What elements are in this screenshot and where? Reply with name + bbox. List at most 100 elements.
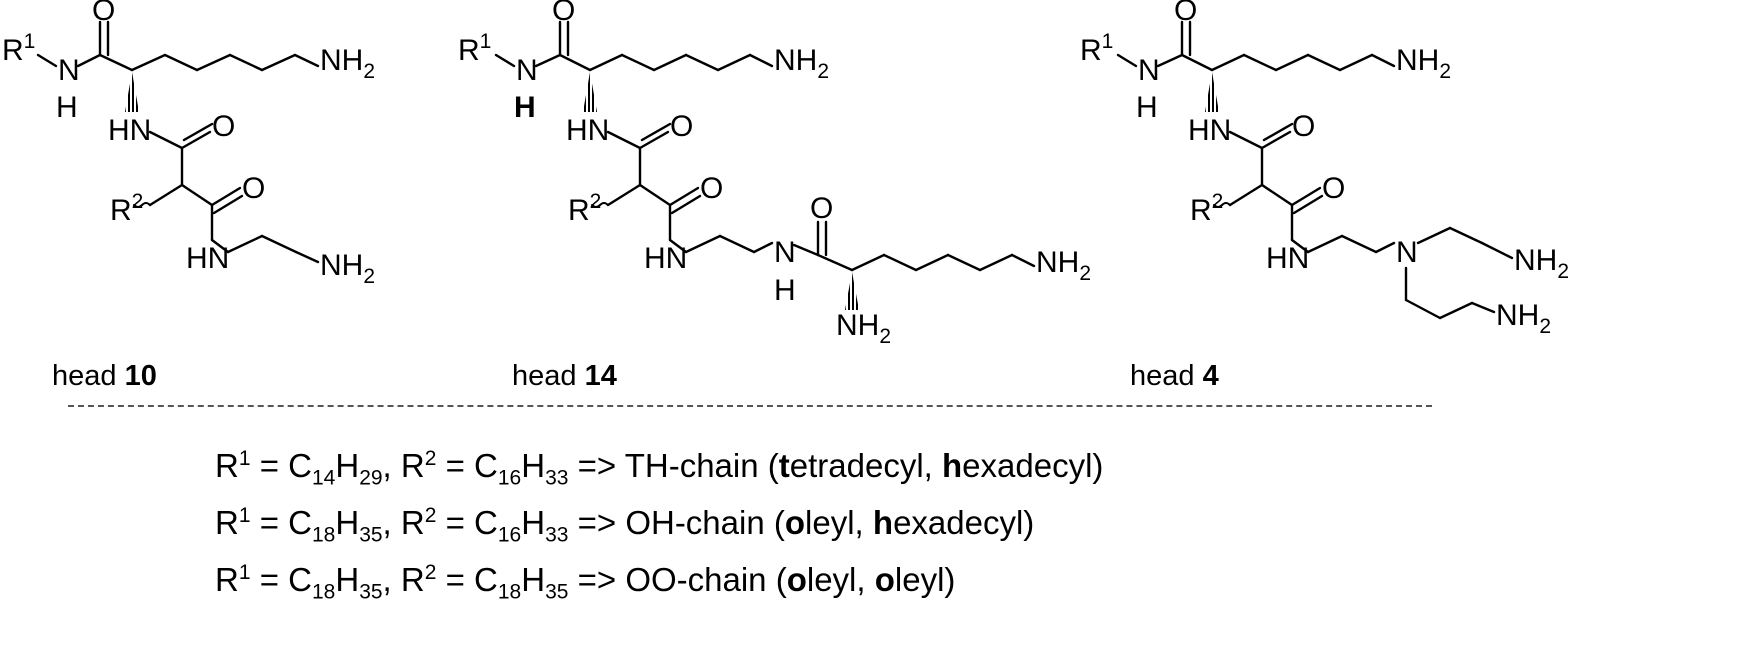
label-head-14: head 14 <box>512 360 617 392</box>
hashed-wedge <box>125 72 139 112</box>
svg-text:N: N <box>1396 236 1418 269</box>
bond <box>260 53 297 72</box>
bond <box>606 183 642 207</box>
bond <box>98 53 134 72</box>
bond <box>638 183 672 207</box>
svg-text:NH2: NH2 <box>320 44 375 83</box>
bond <box>1260 130 1292 150</box>
bond <box>1290 186 1322 207</box>
svg-text:N: N <box>774 236 796 269</box>
bond <box>1306 53 1342 72</box>
bond <box>978 253 1014 272</box>
bond <box>1470 301 1496 314</box>
bond <box>1438 301 1474 320</box>
bond <box>180 183 214 207</box>
hashed-wedge <box>583 72 597 112</box>
atoms-head-14: R1 O N H NH2 HN O R2 O HN O N H NH2 NH2 <box>458 0 1091 348</box>
svg-text:N: N <box>58 54 80 87</box>
svg-text:O: O <box>92 0 115 27</box>
svg-text:O: O <box>242 172 265 205</box>
svg-text:O: O <box>1174 0 1197 27</box>
structure-head-4 <box>1116 20 1514 320</box>
bond <box>294 250 320 264</box>
bond <box>716 53 752 72</box>
bond <box>228 53 264 72</box>
wavy-bond <box>133 202 151 208</box>
bond <box>1262 122 1294 142</box>
bond <box>1404 298 1442 320</box>
bond <box>1156 53 1184 68</box>
bond <box>1210 53 1246 72</box>
svg-text:O: O <box>810 192 833 225</box>
bond <box>494 53 516 68</box>
definition-line: R1 = C14H29, R2 = C16H33 => TH-chain (te… <box>215 447 1104 490</box>
svg-text:R2: R2 <box>1190 190 1223 227</box>
bond <box>668 186 700 207</box>
svg-text:R2: R2 <box>110 190 143 227</box>
svg-text:HN: HN <box>1266 242 1309 275</box>
bond <box>1292 194 1324 215</box>
bond <box>718 234 756 254</box>
bond <box>1374 241 1396 254</box>
bond <box>76 53 102 68</box>
svg-text:HN: HN <box>566 114 609 147</box>
bond <box>36 53 58 68</box>
hashed-wedge <box>1205 72 1219 112</box>
wavy-bond <box>1213 202 1231 208</box>
bond <box>1116 53 1138 68</box>
bond <box>816 253 854 272</box>
svg-text:HN: HN <box>108 114 151 147</box>
bond <box>684 53 720 72</box>
svg-text:R1: R1 <box>1080 30 1113 67</box>
svg-text:O: O <box>670 110 693 143</box>
bond <box>914 253 950 272</box>
bond <box>212 194 244 215</box>
bond <box>163 53 199 72</box>
bond <box>1370 53 1396 68</box>
svg-text:N: N <box>1138 54 1160 87</box>
bond <box>752 241 774 254</box>
bond <box>748 53 774 68</box>
definition-line: R1 = C18H35, R2 = C16H33 => OH-chain (ol… <box>215 504 1035 547</box>
bond <box>210 186 242 207</box>
svg-text:HN: HN <box>186 242 229 275</box>
bond <box>668 238 688 254</box>
atoms-head-10: R1 O N H NH2 HN O R2 O HN NH2 <box>2 0 375 288</box>
bond <box>670 194 702 215</box>
atoms-head-4: R1 O N H NH2 HN O R2 O HN N NH2 NH2 <box>1080 0 1569 338</box>
svg-text:O: O <box>212 110 235 143</box>
bond <box>1480 241 1514 260</box>
svg-text:H: H <box>774 274 796 307</box>
bond <box>226 234 264 254</box>
bond <box>534 53 562 68</box>
svg-text:R1: R1 <box>458 30 491 67</box>
bond <box>882 253 918 272</box>
svg-text:O: O <box>1322 172 1345 205</box>
bond <box>1274 53 1310 72</box>
bond <box>195 53 232 72</box>
svg-text:NH2: NH2 <box>320 249 375 288</box>
bond <box>148 130 184 150</box>
bond <box>558 53 592 72</box>
bond <box>1242 53 1278 72</box>
bond <box>1228 130 1264 150</box>
dashed-divider <box>68 405 1432 407</box>
hashed-wedge <box>845 272 859 310</box>
bond <box>1416 226 1452 245</box>
label-head-10: head 10 <box>52 360 157 392</box>
definition-line: R1 = C18H35, R2 = C18H35 => OO-chain (ol… <box>215 561 956 604</box>
svg-text:NH2: NH2 <box>836 309 891 348</box>
structure-head-10 <box>36 20 320 264</box>
bond <box>638 130 670 150</box>
svg-text:NH2: NH2 <box>1396 44 1451 83</box>
bond <box>684 234 722 254</box>
bond <box>1338 53 1374 72</box>
bond <box>1010 253 1036 268</box>
svg-text:R1: R1 <box>2 30 35 67</box>
bond <box>640 122 672 142</box>
bond <box>182 122 214 142</box>
wavy-bond <box>591 202 609 208</box>
svg-text:H: H <box>56 91 78 124</box>
svg-text:O: O <box>1292 110 1315 143</box>
